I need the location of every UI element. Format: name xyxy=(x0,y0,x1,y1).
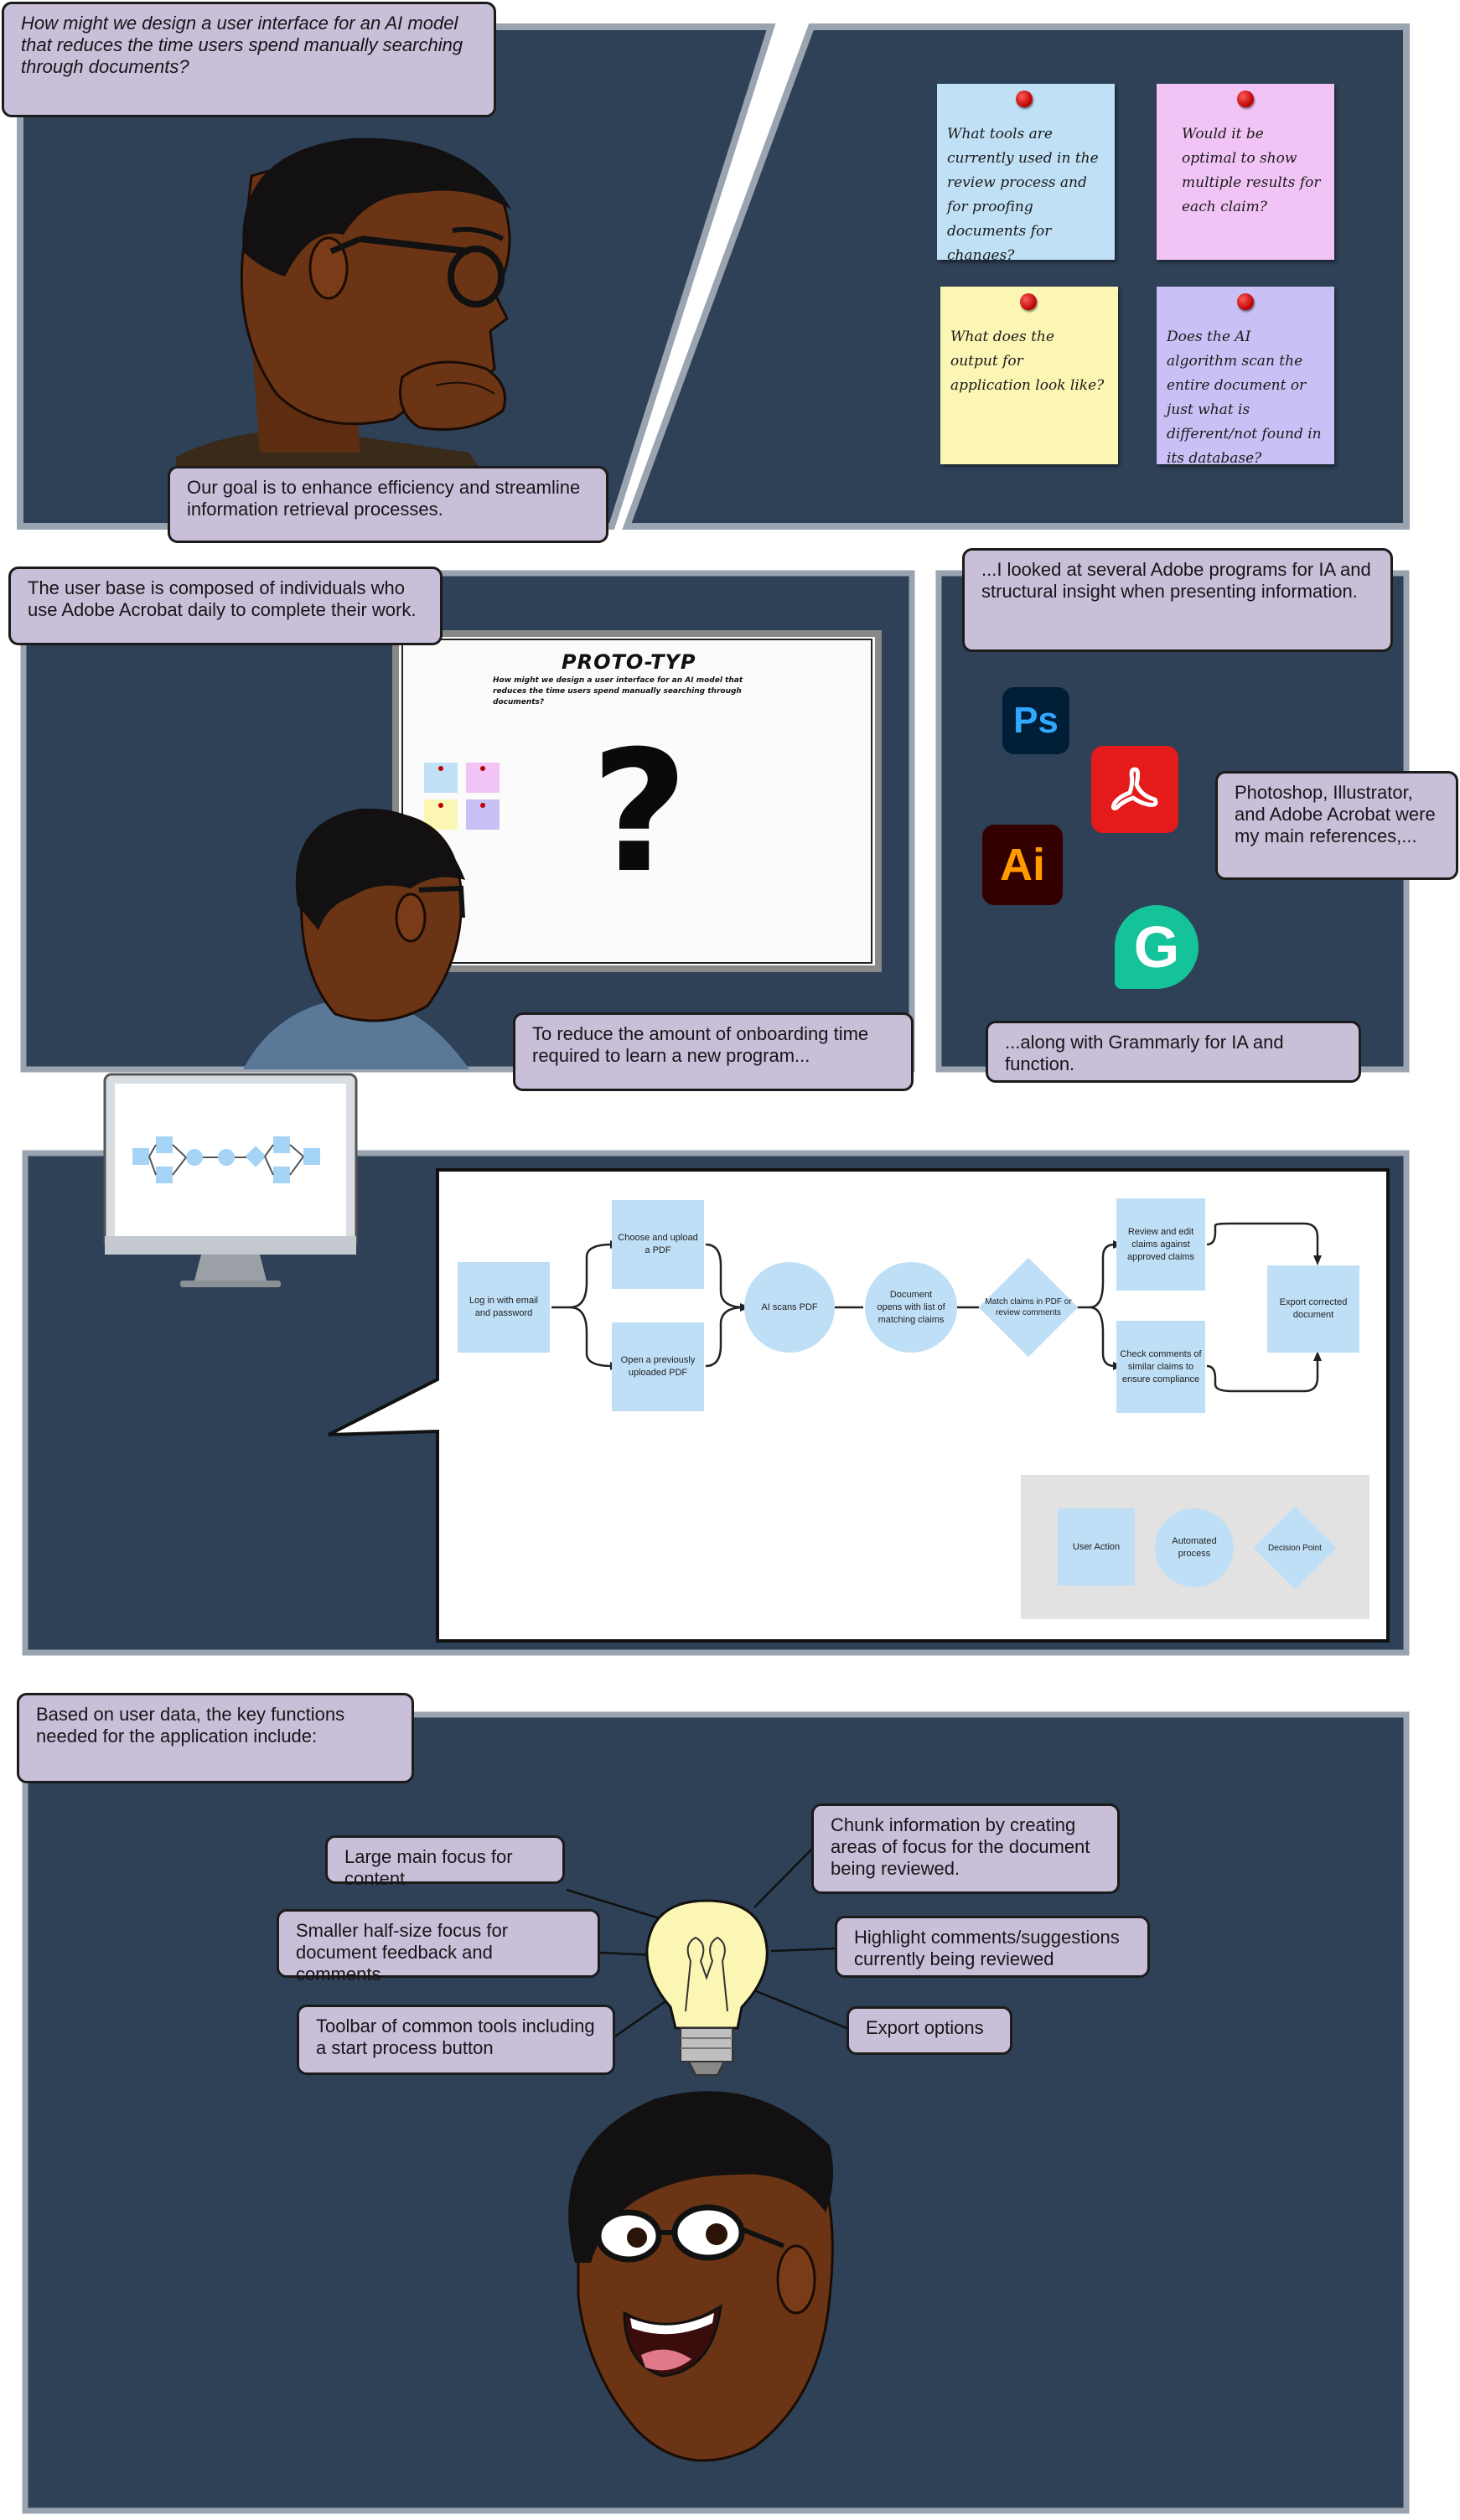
flow-node-choose-pdf: Choose and upload a PDF xyxy=(612,1200,704,1289)
grammarly-icon-label: G xyxy=(1133,914,1180,980)
flow-node-check-comments: Check comments of similar claims to ensu… xyxy=(1116,1321,1205,1413)
photoshop-icon-label: Ps xyxy=(1013,700,1059,741)
question-caption: How might we design a user interface for… xyxy=(2,2,496,117)
flow-node-open-pdf: Open a previously uploaded PDF xyxy=(612,1322,704,1411)
function-highlight-comments: Highlight comments/suggestions currently… xyxy=(835,1916,1150,1978)
adobe-intro-caption: ...I looked at several Adobe programs fo… xyxy=(962,548,1393,652)
function-toolbar: Toolbar of common tools including a star… xyxy=(297,2005,615,2075)
pushpin-icon xyxy=(1237,91,1254,107)
viewer-character xyxy=(243,808,469,1069)
flow-node-ai-scan: AI scans PDF xyxy=(744,1262,835,1353)
happy-character xyxy=(568,2091,834,2462)
legend-decision-point: Decision Point xyxy=(1252,1505,1338,1591)
question-mark-icon: ? xyxy=(591,715,689,910)
legend-automated-process: Automated process xyxy=(1155,1508,1234,1587)
idea-lines xyxy=(566,1847,847,2041)
sticky-note-algorithm: Does the AI algorithm scan the entire do… xyxy=(1157,287,1334,467)
legend-decision-point-label: Decision Point xyxy=(1268,1543,1322,1553)
function-large-focus: Large main focus for content xyxy=(325,1835,565,1889)
board-title: PROTO-TYP xyxy=(562,650,696,674)
references-caption: Photoshop, Illustrator, and Adobe Acroba… xyxy=(1215,771,1458,880)
sticky-note-tools: What tools are currently used in the rev… xyxy=(937,84,1115,264)
illustrator-icon: Ai xyxy=(982,825,1063,905)
sticky-note-output: What does the output for application loo… xyxy=(940,287,1118,464)
user-base-caption: The user base is composed of individuals… xyxy=(8,567,443,645)
flow-node-match-claims: Match claims in PDF or review comments xyxy=(978,1255,1079,1359)
flow-node-match-claims-label: Match claims in PDF or review comments xyxy=(985,1297,1072,1317)
photoshop-icon: Ps xyxy=(1002,687,1069,754)
flow-node-export: Export corrected document xyxy=(1267,1265,1359,1353)
sticky-note-results: Would it be optimal to show multiple res… xyxy=(1157,84,1334,260)
legend-user-action: User Action xyxy=(1058,1508,1135,1586)
pushpin-icon xyxy=(1016,91,1033,107)
pushpin-icon xyxy=(1020,293,1037,310)
grammarly-icon: G xyxy=(1115,905,1199,989)
monitor-illustration xyxy=(103,1073,358,1287)
function-export-options: Export options xyxy=(846,2006,1012,2055)
function-chunk-information: Chunk information by creating areas of f… xyxy=(811,1803,1120,1894)
key-functions-caption: Based on user data, the key functions ne… xyxy=(17,1693,414,1783)
board-question: How might we design a user interface for… xyxy=(493,676,743,706)
flowchart-connectors xyxy=(551,1222,1319,1393)
flow-node-review-edit: Review and edit claims against approved … xyxy=(1116,1198,1205,1291)
function-half-focus: Smaller half-size focus for document fee… xyxy=(277,1909,600,1984)
acrobat-glyph-icon xyxy=(1111,767,1158,810)
goal-caption: Our goal is to enhance efficiency and st… xyxy=(168,466,608,543)
flow-node-login: Log in with email and password xyxy=(458,1262,550,1353)
illustrator-icon-label: Ai xyxy=(1000,840,1045,890)
grammarly-caption: ...along with Grammarly for IA and funct… xyxy=(986,1021,1361,1083)
pushpin-icon xyxy=(1237,293,1254,310)
acrobat-icon xyxy=(1091,746,1178,833)
lightbulb-icon xyxy=(645,1899,769,2076)
onboarding-caption: To reduce the amount of onboarding time … xyxy=(513,1012,914,1091)
flow-node-document-opens: Document opens with list of matching cla… xyxy=(865,1262,957,1353)
